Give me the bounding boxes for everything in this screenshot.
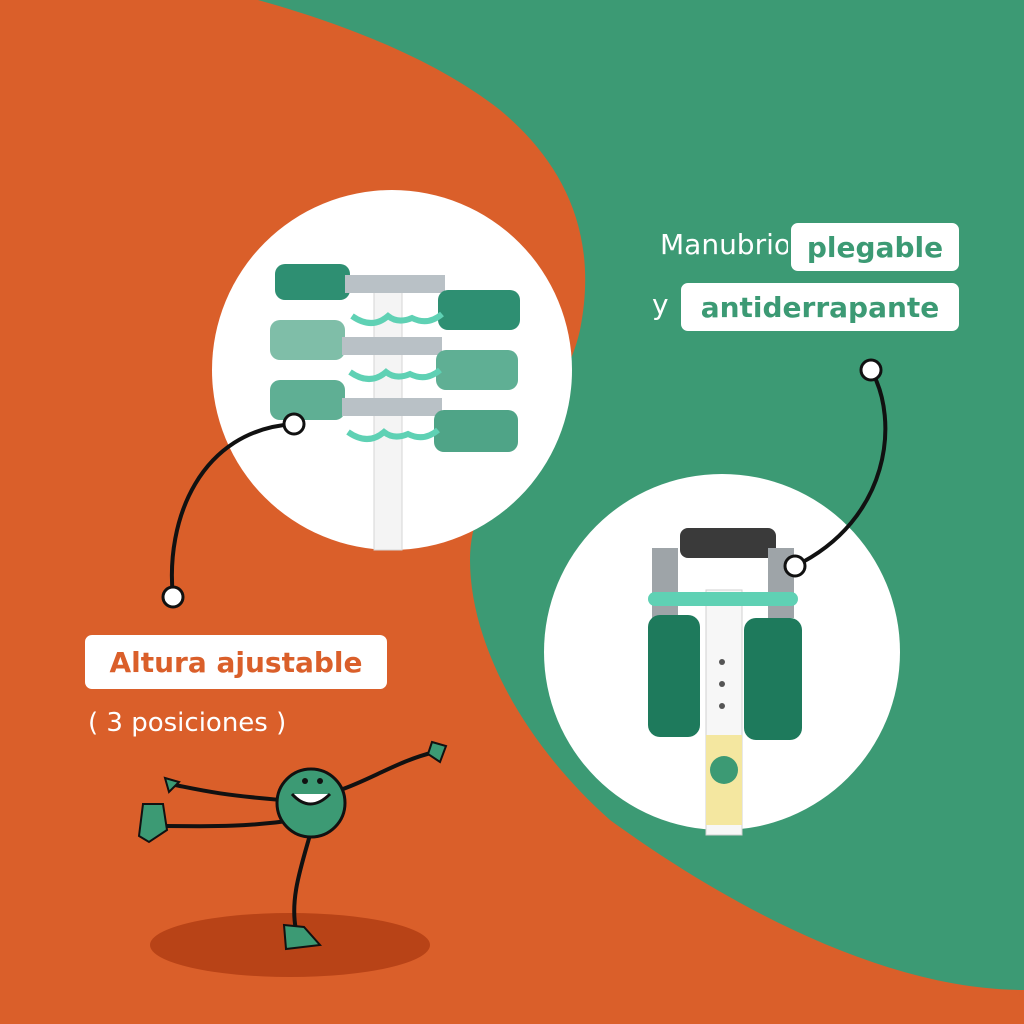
folded-handlebar-photo xyxy=(544,474,900,836)
plegable-label: plegable xyxy=(806,230,944,264)
height-adjustable-badge: Altura ajustable xyxy=(82,632,390,692)
right-connector xyxy=(783,358,888,578)
y-label: y xyxy=(652,288,669,321)
positions-label: ( 3 posiciones ) xyxy=(88,708,287,738)
antiderrapante-badge: antiderrapante xyxy=(678,280,962,334)
handlebar-heights-photo xyxy=(212,190,572,551)
plegable-badge: plegable xyxy=(788,220,962,274)
height-adjustable-label: Altura ajustable xyxy=(109,645,363,679)
handlebar-bottom xyxy=(270,380,518,452)
antiderrapante-label: antiderrapante xyxy=(700,290,940,324)
left-connector xyxy=(161,412,306,609)
dancing-ball-mascot xyxy=(137,740,448,977)
handlebar-top xyxy=(275,264,520,330)
manubrio-label: Manubrio xyxy=(660,228,792,261)
handlebar-middle xyxy=(270,320,518,390)
